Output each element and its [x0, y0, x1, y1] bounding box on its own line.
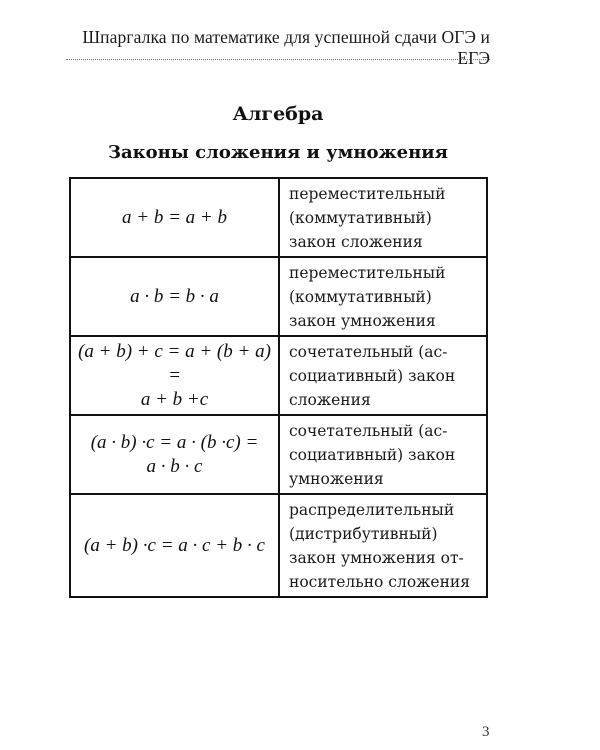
- description-line: сочетательный (ас-: [289, 343, 448, 361]
- description-line: распределительный: [289, 501, 455, 519]
- formula-cell: (a + b) + c = a + (b + a) =a + b +c: [69, 335, 280, 416]
- laws-table: a + b = a + b переместительный (коммутатив…: [69, 177, 488, 598]
- description-cell: сочетательный (ас-социативный) закон слож…: [278, 335, 488, 416]
- description-cell: переместительный (коммутативный) закон умн…: [278, 256, 488, 337]
- description-cell: переместительный (коммутативный) закон сло…: [278, 177, 488, 258]
- table-row: (a + b) ·c = a · c + b · c распределитель…: [69, 493, 488, 598]
- formula-cell: a + b = a + b: [69, 177, 280, 258]
- table-row: a · b = b · a переместительный (коммутатив…: [69, 256, 488, 337]
- formula-line: (a + b) + c = a + (b + a) =: [78, 340, 271, 386]
- description-line: закон сложения: [289, 233, 423, 251]
- table-row: a + b = a + b переместительный (коммутатив…: [69, 177, 488, 258]
- laws-table-body: a + b = a + b переместительный (коммутатив…: [69, 177, 488, 598]
- description-line: закон умножения: [289, 312, 436, 330]
- header-divider: [66, 59, 490, 60]
- section-title: Алгебра: [232, 103, 324, 125]
- description-cell: распределительный (дистрибутивный) закон у…: [278, 493, 488, 598]
- description-line: (коммутативный): [289, 209, 432, 227]
- description-line: сочетательный (ас-: [289, 422, 448, 440]
- description-line: носительно сложения: [289, 573, 471, 591]
- description-cell: сочетательный (ас-социативный) закон умно…: [278, 414, 488, 495]
- formula-line: a · b = b · a: [130, 285, 219, 307]
- description-line: социативный) закон: [289, 367, 456, 385]
- description-line: сложения: [289, 391, 371, 409]
- page-number: 3: [482, 724, 490, 740]
- formula-cell: (a + b) ·c = a · c + b · c: [69, 493, 280, 598]
- formula-cell: (a · b) ·c = a · (b ·c) =a · b · c: [69, 414, 280, 495]
- description-line: переместительный: [289, 185, 446, 203]
- section-subtitle: Законы сложения и умножения: [108, 142, 448, 163]
- running-header: Шпаргалка по математике для успешной сда…: [82, 27, 490, 68]
- formula-cell: a · b = b · a: [69, 256, 280, 337]
- description-line: закон умножения от-: [289, 549, 464, 567]
- formula-line: a · b · c: [146, 455, 203, 477]
- description-line: переместительный: [289, 264, 446, 282]
- description-line: социативный) закон: [289, 446, 456, 464]
- description-line: (дистрибутивный): [289, 525, 438, 543]
- formula-line: a + b +c: [140, 388, 209, 410]
- description-line: умножения: [289, 470, 384, 488]
- description-line: (коммутативный): [289, 288, 432, 306]
- formula-line: (a + b) ·c = a · c + b · c: [84, 534, 265, 556]
- formula-line: (a · b) ·c = a · (b ·c) =: [90, 431, 259, 453]
- formula-line: a + b = a + b: [122, 206, 227, 228]
